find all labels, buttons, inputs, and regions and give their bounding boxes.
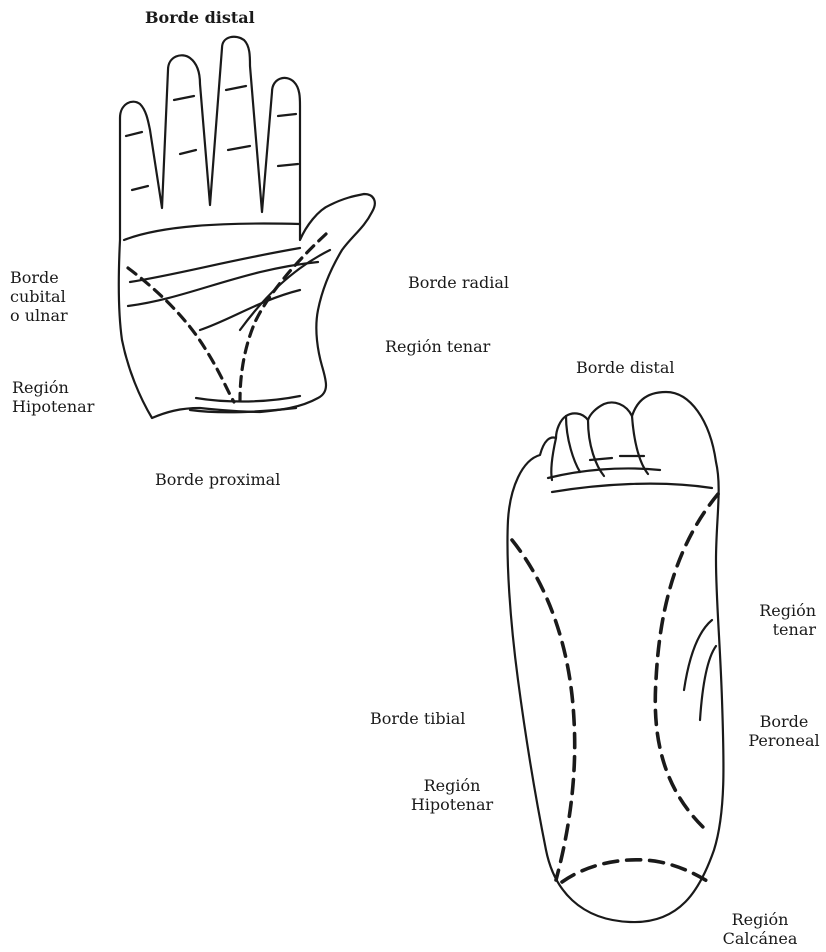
foot-label-hypothenar: Región Hipotenar (404, 776, 500, 814)
toe-line (551, 438, 556, 480)
sole-crease (700, 646, 716, 720)
toe-line (588, 420, 604, 476)
finger-crease (180, 150, 196, 154)
palm-crease (124, 224, 300, 240)
hand-label-distal: Borde distal (145, 8, 255, 27)
foot-label-peroneal: Borde Peroneal (744, 712, 824, 750)
toe-line (632, 416, 648, 474)
sole-crease (684, 620, 712, 690)
finger-crease (132, 186, 148, 190)
finger-crease (228, 146, 250, 150)
foot-label-calcaneal: Región Calcánea (716, 910, 804, 948)
calcaneal-boundary (562, 860, 712, 884)
hand-label-proximal: Borde proximal (155, 470, 280, 489)
finger-crease (278, 164, 298, 166)
finger-crease (226, 86, 246, 90)
finger-crease (174, 96, 194, 100)
wrist-crease (196, 396, 300, 402)
foot-label-thenar: Región tenar (750, 601, 816, 639)
foot-label-tibial: Borde tibial (370, 709, 465, 728)
finger-crease (126, 132, 142, 136)
hand-outline (119, 37, 375, 418)
palm-crease (130, 248, 300, 282)
hand-label-radial: Borde radial (408, 273, 509, 292)
foot-label-distal: Borde distal (576, 358, 675, 377)
toe-line (566, 416, 580, 472)
hand-label-hypothenar: Región Hipotenar (12, 378, 94, 416)
hand-illustration (119, 37, 375, 418)
hypothenar-boundary (128, 268, 234, 402)
hand-label-ulnar: Borde cubital o ulnar (10, 268, 68, 325)
hand-label-thenar: Región tenar (385, 337, 490, 356)
palm-crease (200, 290, 300, 330)
foot-illustration (507, 392, 723, 922)
finger-crease (278, 114, 296, 116)
toe-crease (552, 484, 712, 492)
palm-crease (128, 262, 318, 306)
